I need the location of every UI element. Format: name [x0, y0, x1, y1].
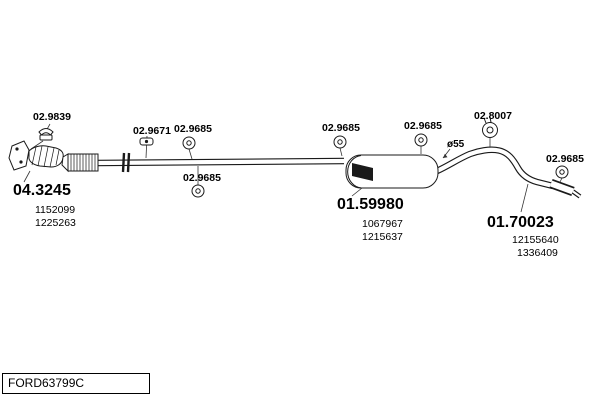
- assembly-part-number: 04.3245: [13, 182, 71, 199]
- part-number-label: 02.9685: [546, 153, 584, 165]
- oe-number: 1225263: [35, 217, 76, 229]
- leader-lines: [23, 123, 563, 213]
- oe-number: 1215637: [362, 231, 403, 243]
- front-pipe-catalyst: [8, 140, 131, 173]
- rubber-mount-icon: [191, 184, 205, 198]
- part-number-label: 02.9839: [33, 111, 71, 123]
- oe-number: 1152099: [35, 204, 76, 216]
- diagram-code-box: FORD63799C: [2, 373, 150, 394]
- part-number-label: 02.9685: [404, 120, 442, 132]
- exhaust-pipes: [96, 146, 582, 199]
- part-number-label: 02.9671: [133, 125, 171, 137]
- center-muffler: [345, 154, 439, 189]
- diagram-code: FORD63799C: [8, 376, 85, 390]
- assembly-part-number: 01.70023: [487, 214, 554, 231]
- part-number-label: 02.9685: [322, 122, 360, 134]
- pipe-diameter-note: ø55: [447, 139, 465, 150]
- rubber-mount-icon: [333, 135, 347, 149]
- part-number-label: 02.9685: [183, 172, 221, 184]
- oe-number: 12155640: [512, 234, 559, 246]
- oe-number: 1067967: [362, 218, 403, 230]
- oe-number: 1336409: [517, 247, 558, 259]
- rubber-mount-icon: [555, 165, 569, 179]
- assembly-part-number: 01.59980: [337, 196, 404, 213]
- band-clamp-icon: [482, 116, 498, 138]
- part-number-label: 02.8007: [474, 110, 512, 122]
- clamp-icon: [38, 128, 54, 141]
- bracket-icon: [139, 137, 154, 146]
- rubber-mount-icon: [182, 136, 196, 150]
- rubber-mount-icon: [414, 133, 428, 147]
- part-number-label: 02.9685: [174, 123, 212, 135]
